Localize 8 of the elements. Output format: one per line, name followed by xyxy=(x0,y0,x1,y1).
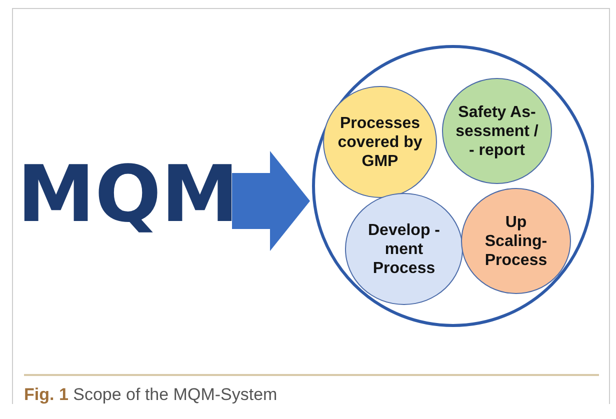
figure-caption: Fig. 1 Scope of the MQM-System xyxy=(24,385,278,405)
scope-circle xyxy=(312,45,594,327)
acronym-text: MQM xyxy=(17,155,239,235)
topic-label: Develop - ment Process xyxy=(366,220,441,278)
topic-label: Safety As- sessment / - report xyxy=(455,102,539,160)
topic-label: Up Scaling- Process xyxy=(484,212,548,270)
topic-label: Processes covered by GMP xyxy=(336,114,424,170)
arrow xyxy=(232,151,310,251)
